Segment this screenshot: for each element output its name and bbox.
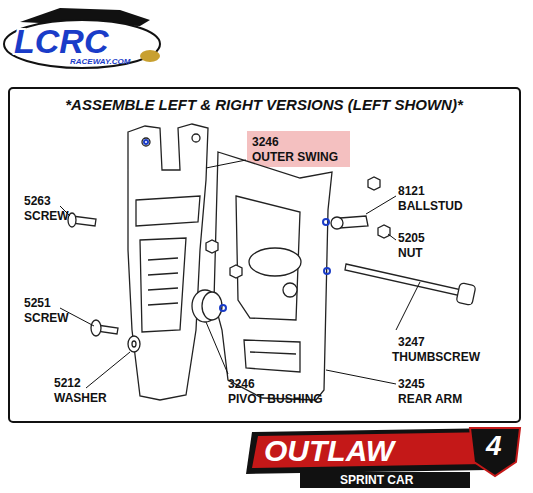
- callout-number: 5205: [398, 232, 425, 244]
- frame: [9, 88, 520, 422]
- callout-number: 3246: [252, 136, 279, 148]
- callout-number: 3247: [398, 336, 425, 348]
- callout-number: 5212: [54, 377, 81, 389]
- blue-marks: [144, 140, 330, 311]
- part-name: SCREW: [24, 312, 69, 324]
- logo-text: RACEWAY.COM: [70, 58, 130, 66]
- logo-text: LCRC: [14, 24, 108, 58]
- part-name: SCREW: [24, 210, 69, 222]
- leader-lines: [60, 160, 420, 388]
- callout-number: 5263: [24, 195, 51, 207]
- part-name: PIVOT BUSHING: [228, 393, 323, 405]
- part-name: NUT: [398, 247, 423, 259]
- logo-graphic: [246, 428, 520, 488]
- logo-text: SPRINT CAR: [340, 474, 413, 486]
- logo-text: 4: [486, 432, 502, 460]
- highlight: [247, 131, 350, 167]
- logo-text: OUTLAW: [264, 436, 394, 466]
- callout-number: 3246: [228, 378, 255, 390]
- part-name: THUMBSCREW: [392, 351, 480, 363]
- callout-number: 8121: [398, 185, 425, 197]
- part-name: WASHER: [54, 392, 107, 404]
- callout-number: 3245: [398, 378, 425, 390]
- part-name: REAR ARM: [398, 393, 462, 405]
- logo-graphic: [4, 8, 160, 68]
- part-name: BALLSTUD: [398, 200, 463, 212]
- callout-number: 5251: [24, 297, 51, 309]
- diagram-title: *ASSEMBLE LEFT & RIGHT VERSIONS (LEFT SH…: [8, 96, 520, 113]
- part-name: OUTER SWING: [252, 151, 338, 163]
